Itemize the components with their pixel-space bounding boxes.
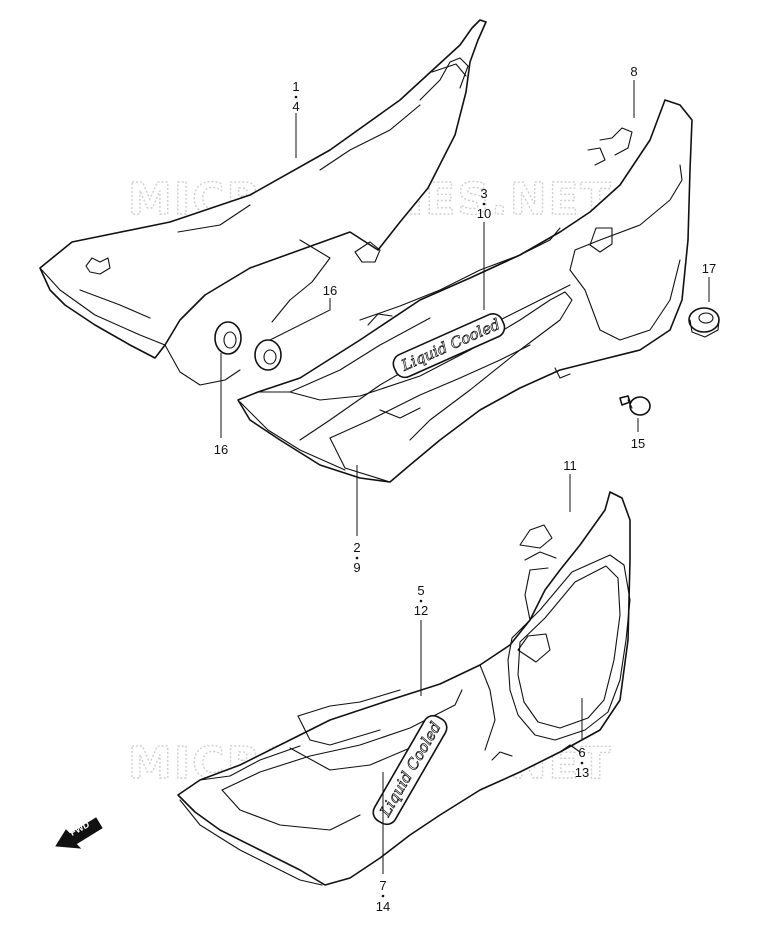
callout-3-10: 3 10 (477, 186, 491, 221)
frame-cover-part (39, 19, 487, 386)
grommet-part-left (214, 321, 242, 355)
callout-11: 11 (563, 458, 577, 473)
callout-number: 17 (702, 261, 716, 276)
callout-1-4: 1 4 (292, 79, 299, 114)
callout-number: 16 (214, 442, 228, 457)
callout-5-12: 5 12 (414, 583, 428, 618)
fwd-arrow-icon: FWD (55, 817, 103, 849)
callout-16-right: 16 (323, 283, 337, 298)
callout-number: 4 (292, 99, 299, 114)
grommet-part-right (254, 339, 282, 371)
callout-number: 16 (323, 283, 337, 298)
callout-number: 1 (292, 79, 299, 94)
callout-number: 13 (575, 765, 589, 780)
grommet-part-17 (688, 307, 720, 338)
callout-8: 8 (630, 64, 637, 79)
callout-7-14: 7 14 (376, 878, 390, 914)
callout-number: 10 (477, 206, 491, 221)
upper-side-cover-part: Liquid Cooled (237, 99, 693, 483)
callout-number: 12 (414, 603, 428, 618)
callout-number: 14 (376, 899, 390, 914)
callout-number: 11 (563, 458, 577, 473)
callout-16-left: 16 (214, 442, 228, 457)
callout-number: 7 (379, 878, 386, 893)
bolt-part-15 (619, 395, 651, 416)
callout-number: 15 (631, 436, 645, 451)
callout-17: 17 (702, 261, 716, 276)
leader-lines (220, 80, 710, 874)
callout-number: 8 (630, 64, 637, 79)
callout-number: 5 (417, 583, 424, 598)
callout-number: 2 (353, 540, 360, 555)
callout-number: 6 (578, 745, 585, 760)
lower-side-cover-part: Liquid Cooled (177, 491, 631, 886)
callout-6-13: 6 13 (575, 745, 589, 780)
callout-number: 3 (480, 186, 487, 201)
callout-15: 15 (631, 436, 645, 451)
callout-2-9: 2 9 (353, 540, 360, 575)
callout-number: 9 (353, 560, 360, 575)
